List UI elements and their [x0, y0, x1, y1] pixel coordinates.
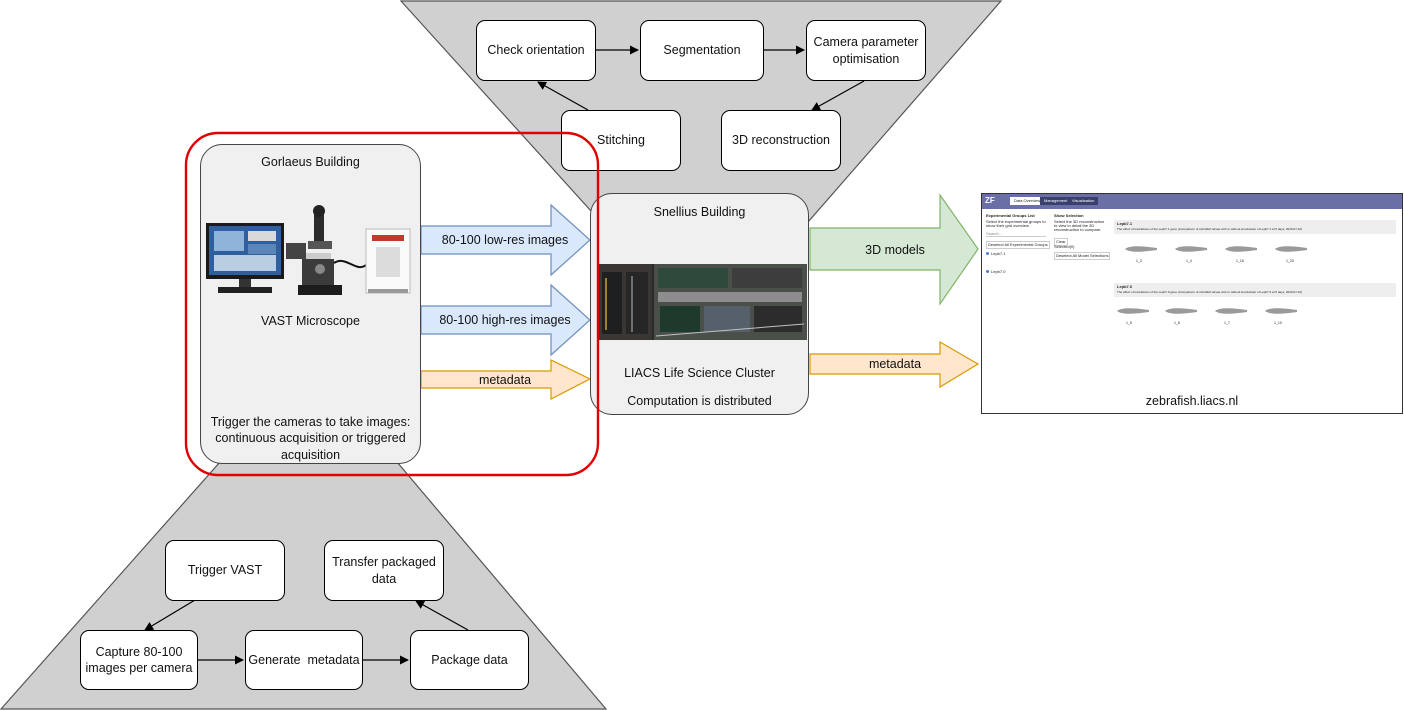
fish-thumb-2-4-label: 1_10: [1274, 321, 1282, 325]
camera-parameter-box: Camera parameter optimisation: [806, 20, 926, 81]
fish-thumb-1-4-label: 1_20: [1286, 259, 1294, 263]
website-url-label: zebrafish.liacs.nl: [1145, 394, 1239, 408]
high-res-label: 80-100 high-res images: [439, 313, 571, 327]
thumb-row-1: 1_3 1_4 1_16 1_20: [1114, 240, 1396, 270]
fish-thumb-1-4[interactable]: [1274, 244, 1308, 254]
group-item-1-label: Lepb7.1: [991, 251, 1006, 256]
selected-count: Selected(0): [1054, 244, 1075, 249]
fish-thumb-1-1-label: 1_3: [1136, 259, 1142, 263]
stitching-label: Stitching: [597, 133, 645, 148]
metadata-out-arrow: [809, 340, 980, 389]
gorlaeus-panel: Gorlaeus Building VAST Microscope Trigge…: [200, 144, 421, 464]
website-logo: ZF: [985, 196, 995, 205]
vast-microscope-label: VAST Microscope: [261, 314, 360, 328]
capture-label: Capture 80-100 images per camera: [85, 644, 193, 675]
generate-metadata-label: Generate metadata: [248, 652, 360, 667]
website-tab-visualisation[interactable]: Visualisation: [1068, 197, 1099, 205]
gorlaeus-title: Gorlaeus Building: [261, 155, 360, 169]
check-orientation-box: Check orientation: [476, 20, 596, 81]
fish-thumb-2-4[interactable]: [1264, 306, 1298, 316]
models-arrow: [809, 193, 979, 306]
groups-desc: Select the experimental groups to show t…: [986, 219, 1046, 228]
metadata-out-label: metadata: [868, 357, 922, 371]
website-tab-management[interactable]: Management: [1040, 197, 1072, 205]
package-data-label: Package data: [431, 652, 508, 667]
cluster-label: LIACS Life Science Cluster: [624, 366, 775, 380]
capture-box: Capture 80-100 images per camera: [80, 630, 198, 690]
segmentation-box: Segmentation: [640, 20, 764, 81]
result-panel-1: Lepb7.1 The effect of knockdown of the L…: [1114, 220, 1396, 234]
fish-thumb-2-3[interactable]: [1214, 306, 1248, 316]
check-orientation-label: Check orientation: [487, 43, 585, 58]
fish-thumb-2-1-label: 1_5: [1126, 321, 1132, 325]
clear-button[interactable]: Clear: [1054, 238, 1068, 246]
result-panel-2-title: Lepb7.0: [1117, 284, 1133, 289]
deselect-models-button[interactable]: Deselect All Model Selections: [1054, 252, 1111, 260]
result-panel-1-title: Lepb7.1: [1117, 221, 1133, 226]
fish-thumb-2-3-label: 1_7: [1224, 321, 1230, 325]
selection-desc: Select the 3D reconstruction to view in …: [1054, 219, 1105, 232]
group-item-1-dot: [986, 252, 989, 255]
groups-search[interactable]: Search...: [986, 232, 1046, 237]
package-data-box: Package data: [410, 630, 529, 690]
computation-label: Computation is distributed: [627, 394, 772, 408]
result-panel-2: Lepb7.0 The effect of knockdown of the L…: [1114, 283, 1396, 297]
result-panel-2-desc: The effect of knockdown of the Lepb7.0 g…: [1117, 290, 1303, 294]
fish-thumb-1-3-label: 1_16: [1236, 259, 1244, 263]
trigger-cameras-text: Trigger the cameras to take images: cont…: [210, 415, 411, 462]
fish-thumb-2-2[interactable]: [1164, 306, 1198, 316]
fish-thumb-1-2-label: 1_4: [1186, 259, 1192, 263]
snellius-title: Snellius Building: [653, 205, 746, 219]
fish-thumb-2-1[interactable]: [1116, 306, 1150, 316]
fish-thumb-1-2[interactable]: [1174, 244, 1208, 254]
transfer-label: Transfer packaged data: [332, 555, 436, 586]
segmentation-label: Segmentation: [663, 43, 741, 58]
selection-heading: Show Selection: [1054, 213, 1084, 218]
low-res-label: 80-100 low-res images: [441, 233, 569, 247]
group-item-2-label: Lepb7.0: [991, 269, 1006, 274]
groups-deselect-button[interactable]: Deselect All Experimental Groups: [986, 241, 1050, 249]
snellius-panel: Snellius Building LIACS Life Science Clu…: [590, 193, 809, 415]
thumb-row-2: 1_5 1_6 1_7 1_10: [1114, 302, 1396, 332]
reconstruction-box: 3D reconstruction: [721, 110, 841, 171]
vast-microscope-image: [206, 205, 411, 295]
transfer-box: Transfer packaged data: [324, 540, 444, 601]
fish-thumb-2-2-label: 1_6: [1174, 321, 1180, 325]
fish-thumb-1-3[interactable]: [1224, 244, 1258, 254]
metadata-in-label: metadata: [478, 373, 532, 387]
models-label: 3D models: [865, 243, 925, 257]
generate-metadata-box: Generate metadata: [245, 630, 363, 690]
result-panel-1-desc: The effect of knockdown of the Lepb7.1 g…: [1117, 227, 1303, 231]
website-header: ZF Data Overview Management Visualisatio…: [982, 194, 1402, 209]
fish-thumb-1-1[interactable]: [1124, 244, 1158, 254]
camera-parameter-label: Camera parameter optimisation: [813, 35, 919, 66]
trigger-vast-box: Trigger VAST: [165, 540, 285, 601]
groups-heading: Experimental Groups List: [986, 213, 1035, 218]
trigger-vast-label: Trigger VAST: [187, 563, 263, 578]
website-tab-overview[interactable]: Data Overview: [1010, 197, 1045, 205]
stitching-box: Stitching: [561, 110, 681, 171]
group-item-2-dot: [986, 270, 989, 273]
cluster-image: [598, 264, 807, 340]
website-screenshot: ZF Data Overview Management Visualisatio…: [981, 193, 1403, 414]
reconstruction-label: 3D reconstruction: [732, 133, 830, 148]
